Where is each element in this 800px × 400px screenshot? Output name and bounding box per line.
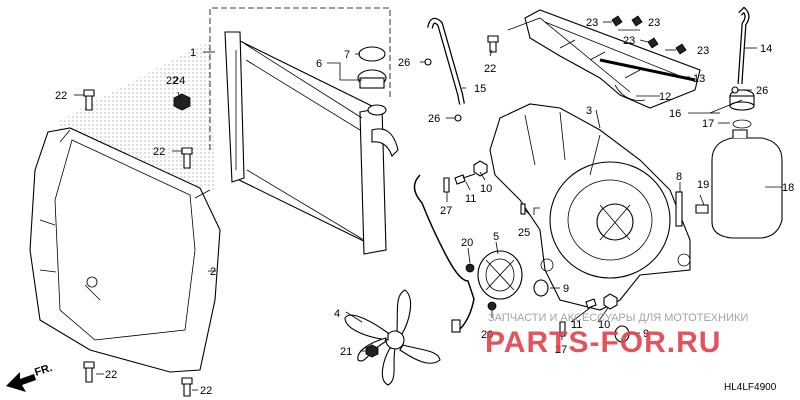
callout-18: 18: [782, 182, 794, 194]
callout-22f: 22: [166, 75, 178, 87]
callout-1: 1: [190, 47, 196, 59]
callout-13: 13: [693, 73, 705, 85]
watermark-tagline: ЗАПЧАСТИ И АКСЕССУАРЫ ДЛЯ МОТОТЕХНИКИ: [488, 312, 748, 324]
callout-21: 21: [340, 346, 352, 358]
callout-26c: 26: [756, 85, 768, 97]
front-direction-label: FR.: [33, 362, 54, 379]
grommet-9a: [533, 279, 549, 297]
callout-23c: 23: [623, 35, 635, 47]
grommet-9b: [614, 325, 630, 343]
fasteners: [83, 35, 739, 397]
callout-26a: 26: [398, 57, 410, 69]
callout-8: 8: [676, 171, 682, 183]
callout-5: 5: [493, 231, 499, 243]
callout-17: 17: [702, 118, 714, 130]
callout-22b: 22: [153, 146, 165, 158]
air-duct: [524, 9, 701, 109]
callout-14: 14: [760, 43, 772, 55]
callout-23a: 23: [586, 17, 598, 29]
callout-22e: 22: [200, 385, 212, 397]
callout-23d: 23: [697, 45, 709, 57]
front-direction-arrow: FR.: [6, 362, 54, 392]
callout-15: 15: [474, 83, 486, 95]
radiator: [224, 31, 399, 255]
callout-20b: 20: [481, 329, 493, 341]
callout-22a: 22: [55, 90, 67, 102]
callout-6: 6: [316, 58, 322, 70]
callout-25: 25: [518, 227, 530, 239]
fan-shroud: [29, 127, 221, 373]
callout-23b: 23: [648, 17, 660, 29]
filler-neck: [357, 69, 387, 89]
diagram-code: HL4LF4900: [724, 382, 777, 393]
callout-22d: 22: [105, 369, 117, 381]
callout-4: 4: [334, 308, 340, 320]
callout-3: 3: [586, 105, 592, 117]
callout-12: 12: [659, 91, 671, 103]
callout-27a: 27: [440, 205, 452, 217]
bolt-19: [695, 204, 709, 214]
callout-20a: 20: [461, 237, 473, 249]
callout-19: 19: [697, 179, 709, 191]
callout-9a: 9: [563, 283, 569, 295]
callout-22c: 22: [484, 63, 496, 75]
fan-bracket: [489, 103, 691, 311]
callout-24: 24: [173, 75, 185, 87]
callout-11b: 11: [571, 319, 582, 331]
callout-numbers: 1 2 3 4 5 6 7 8 9 9 10 10 11 11 12 13 14…: [55, 17, 794, 397]
o-ring: [732, 119, 752, 129]
callout-7: 7: [344, 49, 350, 61]
fan-blade: [344, 289, 441, 386]
reserve-cap: [729, 89, 755, 111]
stay-bar: [599, 58, 696, 82]
callout-2: 2: [210, 266, 216, 278]
clips: [611, 15, 687, 55]
fan-motor: [477, 250, 523, 300]
callout-16: 16: [669, 108, 681, 120]
callout-26b: 26: [428, 113, 440, 125]
watermark: ЗАПЧАСТИ И АКСЕССУАРЫ ДЛЯ МОТОТЕХНИКИ PA…: [485, 312, 748, 359]
callout-10b: 10: [598, 319, 610, 331]
collar-8: [675, 191, 683, 227]
callout-9b: 9: [643, 328, 649, 340]
callout-10a: 10: [480, 183, 492, 195]
callout-27b: 27: [555, 344, 567, 356]
overflow-hose: [427, 17, 465, 105]
callout-11a: 11: [465, 193, 476, 205]
watermark-brand: PARTS-FOR.RU: [485, 326, 721, 359]
radiator-cap: [358, 46, 386, 62]
motor-wire: [413, 174, 475, 330]
reserve-tank: [711, 129, 783, 239]
leader-lines: [74, 17, 782, 391]
